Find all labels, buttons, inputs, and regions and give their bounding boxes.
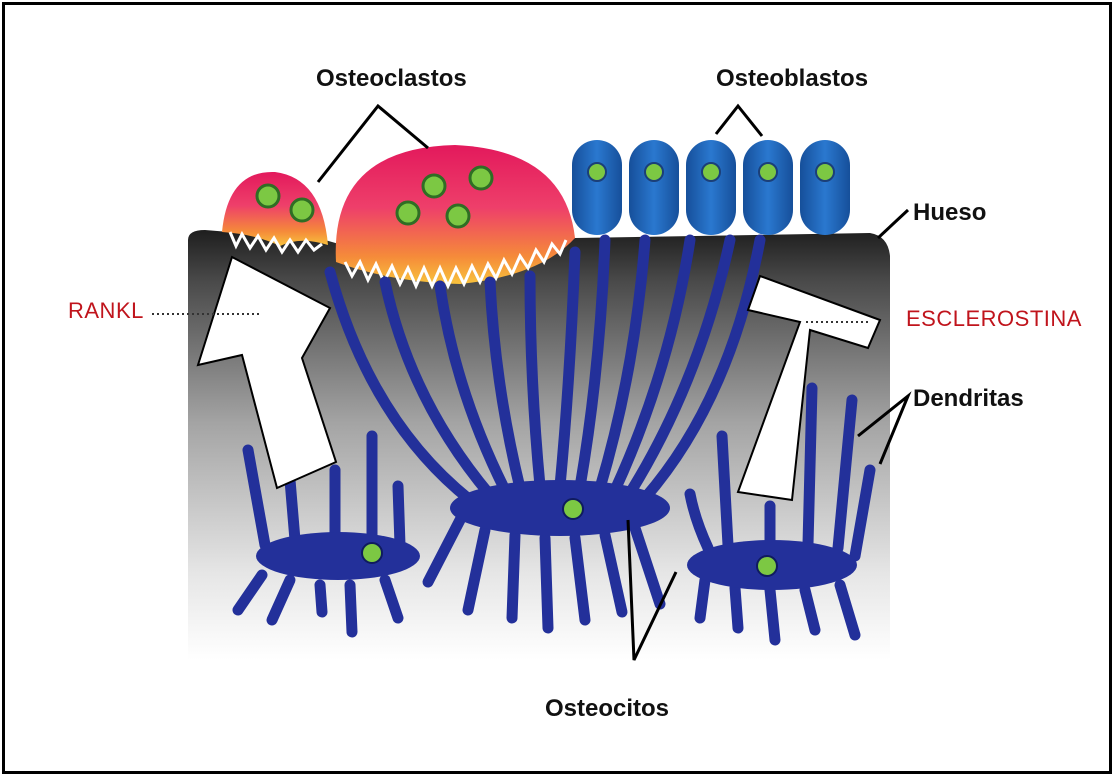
- label-rankl: RANKL: [68, 298, 144, 323]
- nucleus-icon: [257, 185, 279, 207]
- label-esclerostina: ESCLEROSTINA: [906, 306, 1082, 331]
- nucleus-icon: [759, 163, 777, 181]
- nucleus-icon: [563, 499, 583, 519]
- osteoclast-small: [222, 172, 328, 252]
- label-osteocitos: Osteocitos: [545, 695, 669, 722]
- nucleus-icon: [291, 199, 313, 221]
- osteoblast-cell: [743, 140, 793, 235]
- nucleus-icon: [362, 543, 382, 563]
- label-osteoclastos: Osteoclastos: [316, 65, 467, 92]
- nucleus-icon: [645, 163, 663, 181]
- label-osteoblastos: Osteoblastos: [716, 65, 868, 92]
- osteoblast-cell: [800, 140, 850, 235]
- nucleus-icon: [447, 205, 469, 227]
- nucleus-icon: [757, 556, 777, 576]
- nucleus-icon: [588, 163, 606, 181]
- nucleus-icon: [423, 175, 445, 197]
- label-dendritas: Dendritas: [913, 385, 1024, 412]
- osteoblast-cell: [572, 140, 622, 235]
- nucleus-icon: [397, 202, 419, 224]
- left-osteocyte-body: [256, 532, 420, 580]
- osteoblasts: [572, 140, 850, 235]
- osteoblast-cell: [686, 140, 736, 235]
- central-osteocyte-body: [450, 480, 670, 536]
- nucleus-icon: [470, 167, 492, 189]
- nucleus-icon: [816, 163, 834, 181]
- osteoblast-cell: [629, 140, 679, 235]
- nucleus-icon: [702, 163, 720, 181]
- label-hueso: Hueso: [913, 199, 986, 226]
